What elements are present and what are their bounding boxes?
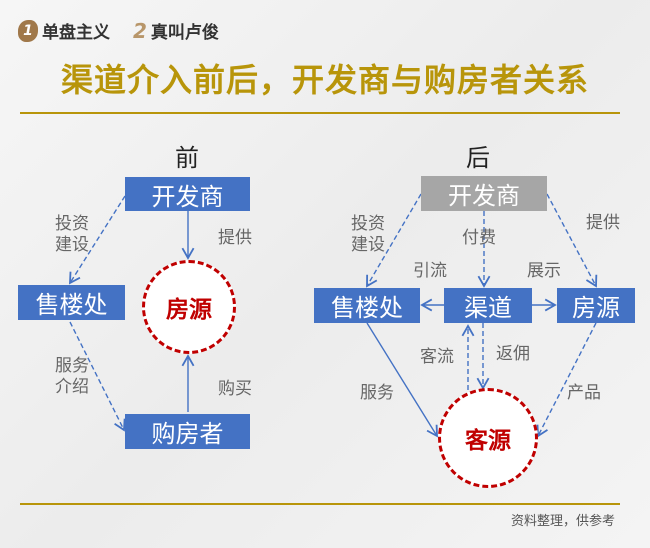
arrow-product-after (536, 322, 597, 438)
arrow-service-before (69, 321, 126, 432)
brand-name: 真叫卢俊 (150, 23, 219, 43)
footer-divider (20, 503, 620, 505)
before-buyer-box: 购房者 (125, 414, 250, 449)
header-divider (20, 112, 620, 114)
label-buy: 购买 (218, 379, 252, 399)
label-provide: 提供 (218, 228, 252, 248)
label-product: 产品 (567, 383, 601, 403)
before-heading: 前 (175, 144, 199, 172)
after-customers-circle: 客源 (438, 388, 538, 488)
label-invest: 投资 建设 (55, 214, 89, 255)
after-heading: 后 (466, 144, 490, 172)
number-badge: 2 (133, 18, 147, 43)
label-divert: 引流 (413, 261, 447, 281)
label-rebate: 返佣 (496, 344, 530, 364)
after-housing-box: 房源 (557, 288, 635, 323)
label-display: 展示 (527, 261, 561, 281)
after-developer-box: 开发商 (421, 176, 547, 211)
brand-name: 单盘主义 (42, 23, 110, 43)
before-sales-office-box: 售楼处 (18, 285, 125, 320)
label-traffic: 客流 (420, 347, 454, 367)
label-service: 服务 (360, 383, 394, 403)
after-sales-office-box: 售楼处 (314, 288, 420, 323)
arrow-provide-after (546, 193, 598, 288)
arrow-invest-after (366, 193, 422, 288)
label-pay: 付费 (462, 228, 496, 248)
label-service-intro: 服务 介绍 (55, 356, 89, 397)
label-invest: 投资 建设 (351, 214, 385, 255)
number-badge: 1 (18, 19, 38, 42)
before-housing-circle: 房源 (142, 260, 236, 354)
arrow-service-after (366, 322, 438, 438)
page-title: 渠道介入前后，开发商与购房者关系 (60, 61, 589, 99)
arrow-invest-before (69, 195, 126, 285)
label-provide: 提供 (586, 213, 620, 233)
before-developer-box: 开发商 (125, 177, 250, 211)
after-channel-box: 渠道 (444, 288, 532, 323)
footer-note: 资料整理，供参考 (510, 514, 615, 529)
